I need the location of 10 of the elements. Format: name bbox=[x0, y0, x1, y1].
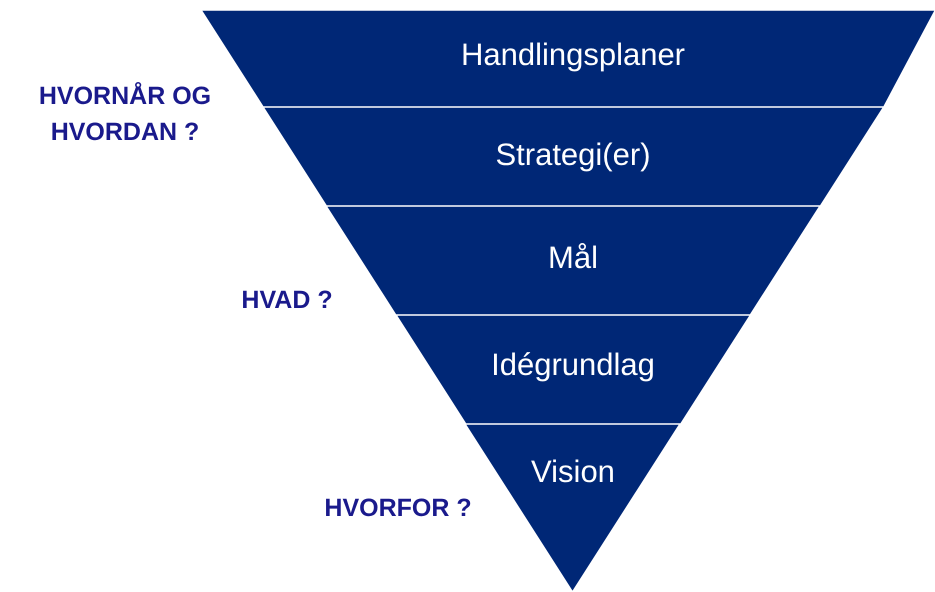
pyramid-band bbox=[262, 107, 884, 206]
band-label: Handlingsplaner bbox=[460, 37, 686, 73]
question-label: HVAD ? bbox=[240, 285, 334, 316]
band-label: Idégrundlag bbox=[490, 347, 656, 383]
pyramid-band bbox=[396, 315, 750, 424]
band-label: Vision bbox=[530, 454, 616, 490]
question-label: HVORNÅR OG HVORDAN ? bbox=[38, 81, 212, 148]
band-label: Mål bbox=[547, 240, 599, 276]
question-label: HVORFOR ? bbox=[323, 493, 473, 524]
band-label: Strategi(er) bbox=[494, 137, 652, 173]
